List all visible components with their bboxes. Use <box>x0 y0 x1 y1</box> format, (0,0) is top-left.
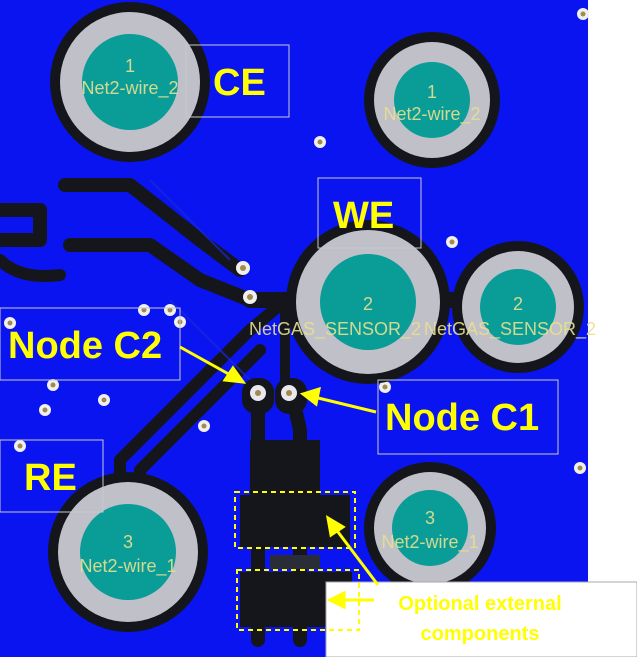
via <box>446 236 458 248</box>
arrow-node-c1 <box>313 395 377 414</box>
pad-we-right-net: NetGAS_SENSOR_2 <box>424 319 596 340</box>
via <box>39 404 51 416</box>
trace-top-left-2 <box>58 178 247 277</box>
optional-component-highlights <box>234 491 360 631</box>
via <box>577 8 589 20</box>
trace-top-left-3 <box>63 238 257 307</box>
pad-we-net: NetGAS_SENSOR_2 <box>249 319 421 340</box>
arrow-node-c2 <box>179 345 235 379</box>
label-optional-line2: components <box>421 623 540 645</box>
pad-ce-net: Net2-wire_2 <box>81 78 178 99</box>
pad-top-right-number: 1 <box>427 82 437 102</box>
trace-left-curve <box>0 254 66 282</box>
via <box>379 381 391 393</box>
label-re: RE <box>24 457 77 499</box>
node-pads <box>242 378 307 414</box>
pad-ce-number: 1 <box>125 56 135 76</box>
label-node-c1: Node C1 <box>385 397 539 439</box>
highlight-box-lower <box>236 569 360 631</box>
via <box>138 304 150 316</box>
via <box>47 379 59 391</box>
pad-ce: 1 Net2-wire_2 <box>50 2 210 162</box>
label-we: WE <box>333 195 394 237</box>
optional-components-box <box>325 581 637 657</box>
trace-top-left-1 <box>0 203 47 247</box>
arrows <box>179 345 380 610</box>
pad-bottom-right: 3 Net2-wire_1 <box>364 462 496 594</box>
board-edge <box>588 0 637 657</box>
via <box>98 394 110 406</box>
via <box>236 261 250 275</box>
pad-bottom-right-net: Net2-wire_1 <box>381 532 478 553</box>
pad-top-right-net: Net2-wire_2 <box>383 104 480 125</box>
label-optional-line1: Optional external <box>398 593 561 615</box>
label-ce: CE <box>213 62 266 104</box>
via <box>243 290 257 304</box>
via <box>314 136 326 148</box>
highlight-box-upper <box>234 491 356 549</box>
pad-we-number: 2 <box>363 294 373 314</box>
pad-top-right: 1 Net2-wire_2 <box>364 32 500 168</box>
pad-we: 2 NetGAS_SENSOR_2 <box>249 220 450 384</box>
via <box>14 440 26 452</box>
label-node-c2: Node C2 <box>8 325 162 367</box>
pad-bottom-right-number: 3 <box>425 508 435 528</box>
via <box>164 304 176 316</box>
pad-we-right: 2 NetGAS_SENSOR_2 <box>424 241 596 373</box>
pad-re-net: Net2-wire_1 <box>79 556 176 577</box>
via <box>4 317 16 329</box>
via <box>574 462 586 474</box>
annotation-frames <box>0 44 637 657</box>
arrow-optional-upper <box>333 527 380 586</box>
via <box>198 420 210 432</box>
pad-we-right-number: 2 <box>513 294 523 314</box>
trace-re-to-c2 <box>114 299 286 486</box>
pad-re-number: 3 <box>123 532 133 552</box>
